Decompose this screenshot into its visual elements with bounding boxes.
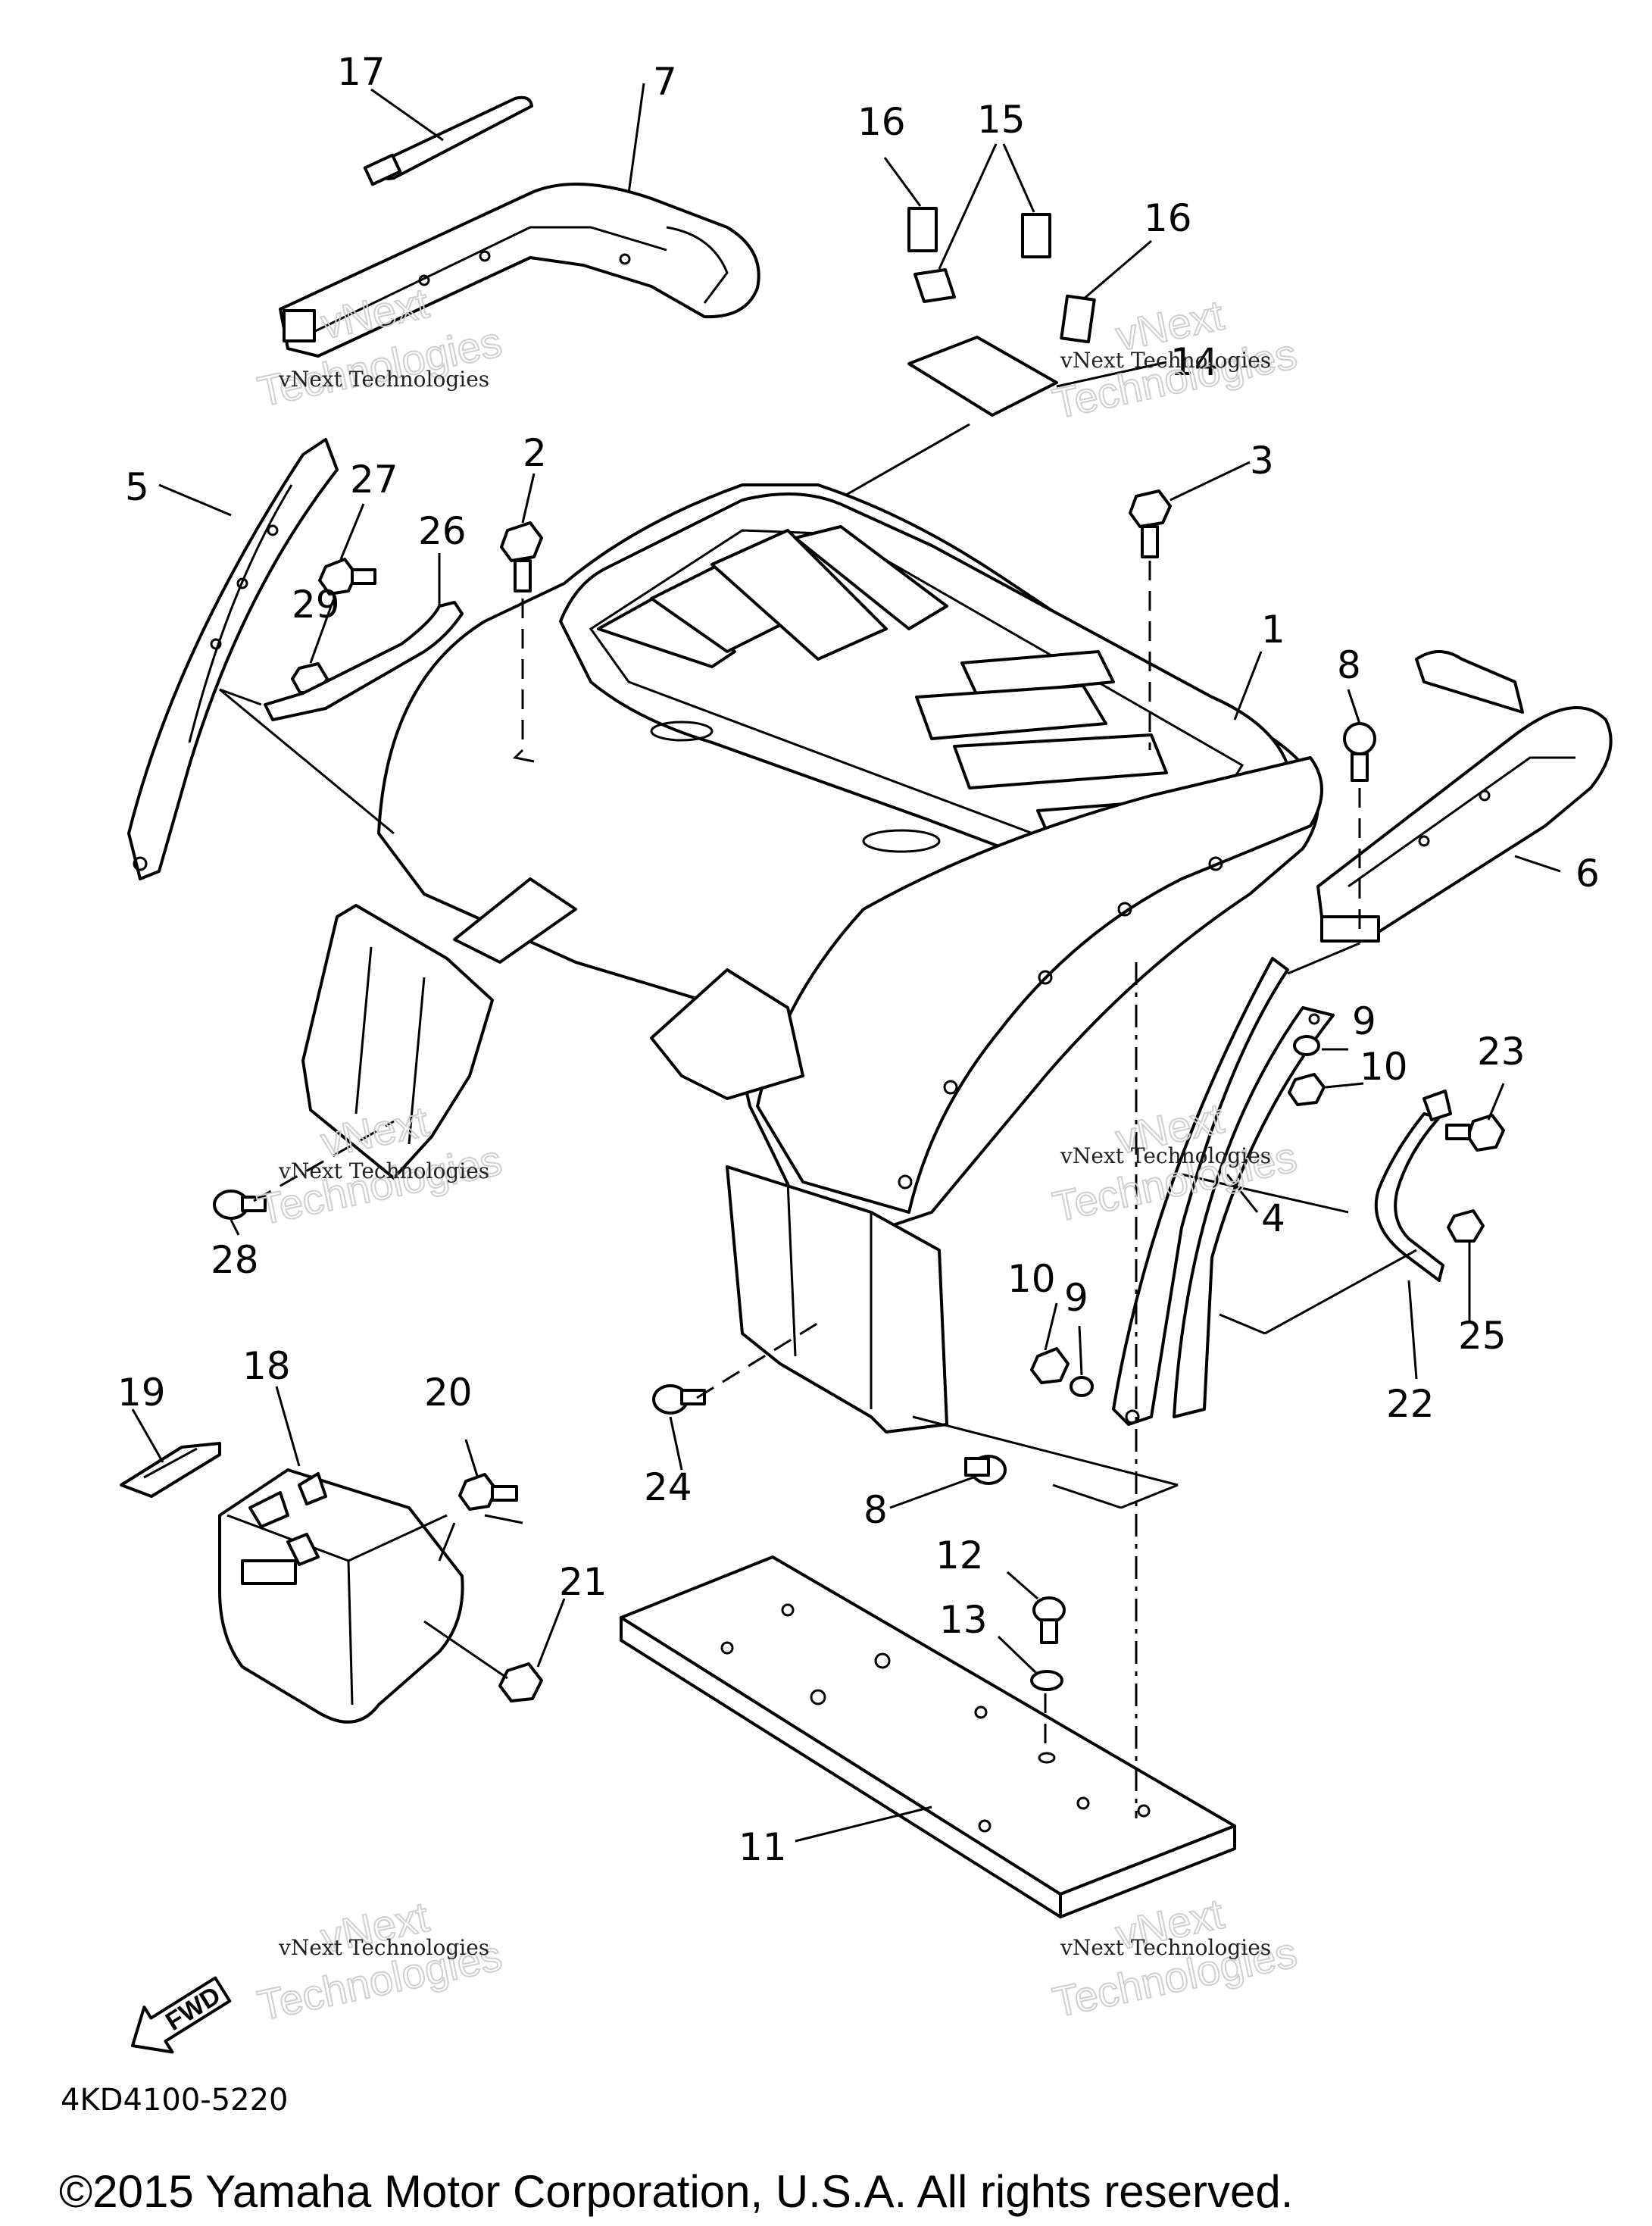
svg-text:vNext Technologies: vNext Technologies [1060, 348, 1271, 373]
part-4-right-flap [1112, 957, 1335, 1426]
callout-15: 15 [977, 98, 1026, 142]
callout-18: 18 [242, 1344, 291, 1388]
callout-8b: 8 [863, 1488, 888, 1532]
leader-lines [131, 83, 1561, 1843]
callout-16a: 16 [857, 100, 906, 144]
part-17-strap [363, 88, 533, 186]
part-6-right-rail [1316, 650, 1613, 943]
fwd-arrow: FWD [131, 1976, 232, 2054]
callout-1: 1 [1261, 608, 1285, 652]
callout-9b: 9 [1064, 1276, 1088, 1320]
callout-22: 22 [1386, 1382, 1435, 1426]
part-1-rear-fender [301, 483, 1323, 1433]
callout-12: 12 [935, 1534, 984, 1577]
callout-17: 17 [337, 50, 386, 94]
callout-27: 27 [350, 458, 398, 502]
callout-6: 6 [1575, 852, 1600, 896]
part-7-carrier-rail [279, 183, 760, 358]
part-19-clip [120, 1442, 221, 1498]
callout-11: 11 [739, 1825, 787, 1869]
watermarks: vNext Technologies vNext Technologies vN… [253, 278, 1301, 2031]
callout-9a: 9 [1352, 999, 1376, 1043]
assembly-lines [219, 561, 1417, 1818]
callout-10b: 10 [1007, 1257, 1056, 1301]
diagram-code: 4KD4100-5220 [61, 2083, 289, 2118]
callout-8a: 8 [1337, 643, 1361, 687]
callout-7: 7 [653, 60, 677, 104]
callout-19: 19 [117, 1371, 166, 1415]
callout-numbers: 17 7 16 15 16 14 5 27 2 26 3 29 1 8 6 9 … [117, 50, 1600, 1869]
callout-21: 21 [559, 1560, 607, 1604]
callout-28: 28 [211, 1238, 259, 1282]
callout-25: 25 [1458, 1314, 1507, 1358]
svg-text:vNext Technologies: vNext Technologies [278, 367, 489, 392]
copyright-notice: ©2015 Yamaha Motor Corporation, U.S.A. A… [59, 2166, 1294, 2217]
fasteners [213, 489, 1505, 1702]
svg-text:vNext Technologies: vNext Technologies [278, 1158, 489, 1183]
callout-16b: 16 [1144, 196, 1192, 240]
callout-14: 14 [1170, 340, 1219, 384]
callout-26: 26 [418, 509, 467, 553]
callout-4: 4 [1261, 1196, 1285, 1240]
part-15-16-pads [883, 143, 1152, 344]
callout-29: 29 [292, 583, 340, 627]
callout-20: 20 [424, 1371, 473, 1415]
callout-3: 3 [1250, 439, 1274, 483]
svg-text:vNext Technologies: vNext Technologies [1060, 1143, 1271, 1168]
part-5-left-flap [127, 438, 339, 880]
callout-10a: 10 [1360, 1045, 1408, 1089]
svg-text:vNext Technologies: vNext Technologies [1060, 1935, 1271, 1960]
callout-2: 2 [523, 431, 547, 475]
part-18-box [218, 1468, 464, 1724]
callout-23: 23 [1477, 1030, 1526, 1074]
part-11-base-panel [620, 1555, 1236, 1918]
callout-5: 5 [125, 465, 149, 509]
callout-24: 24 [644, 1465, 692, 1509]
part-22-stay [1374, 1090, 1452, 1282]
svg-text:vNext Technologies: vNext Technologies [278, 1935, 489, 1960]
callout-13: 13 [939, 1598, 988, 1642]
